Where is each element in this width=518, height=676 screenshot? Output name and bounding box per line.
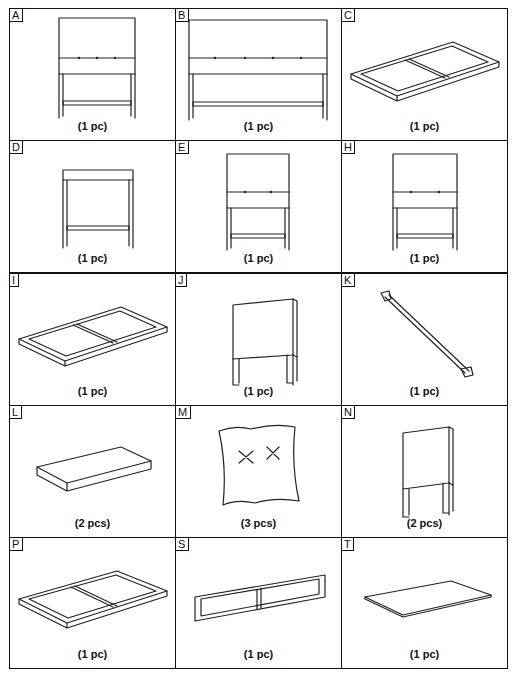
part-letter-box: D	[10, 141, 23, 154]
sheet-figure	[365, 581, 491, 617]
part-cell: (1 pc) J	[175, 273, 342, 406]
quantity-label: (1 pc)	[342, 120, 507, 132]
headboard-figure	[227, 154, 289, 250]
quantity-label: (1 pc)	[176, 252, 341, 264]
part-letter: T	[344, 538, 351, 550]
part-letter: J	[178, 274, 184, 286]
pillow-figure	[219, 425, 299, 505]
part-letter-box: B	[176, 9, 189, 22]
part-cell: (1 pc) C	[341, 8, 508, 141]
part-letter: M	[178, 406, 187, 418]
quantity-label: (1 pc)	[10, 120, 175, 132]
quantity-label: (2 pcs)	[342, 517, 507, 529]
frame-figure	[351, 42, 499, 101]
part-letter: S	[178, 538, 185, 550]
part-letter-box: E	[176, 141, 189, 154]
part-letter: D	[12, 141, 20, 153]
part-cell: (1 pc) S	[175, 537, 342, 669]
part-cell: (1 pc) D	[9, 140, 176, 273]
part-letter: I	[12, 274, 15, 286]
part-cell: (1 pc) I	[9, 273, 176, 406]
quantity-label: (2 pcs)	[10, 517, 175, 529]
part-letter-box: H	[342, 141, 355, 154]
part-letter-box: A	[10, 9, 23, 22]
part-letter-box: J	[176, 274, 187, 287]
part-letter-box: M	[176, 406, 191, 419]
part-letter-box: S	[176, 538, 189, 551]
part-letter-box: P	[10, 538, 23, 551]
part-letter-box: C	[342, 9, 355, 22]
frame-figure	[19, 571, 167, 628]
part-cell: (1 pc) A	[9, 8, 176, 141]
part-cell: (3 pcs) M	[175, 405, 342, 538]
quantity-label: (1 pc)	[10, 385, 175, 397]
part-letter: B	[178, 9, 185, 21]
part-cell: (1 pc) B	[175, 8, 342, 141]
part-letter-box: T	[342, 538, 354, 551]
quantity-label: (1 pc)	[342, 385, 507, 397]
part-cell: (2 pcs) L	[9, 405, 176, 538]
part-cell: (1 pc) T	[341, 537, 508, 669]
headboard-figure	[59, 18, 135, 118]
part-letter: L	[12, 406, 18, 418]
part-letter: C	[344, 9, 352, 21]
headboard-figure	[393, 154, 457, 250]
part-cell: (1 pc) H	[341, 140, 508, 273]
part-letter: K	[344, 274, 351, 286]
frame-figure	[63, 170, 133, 248]
slab-figure	[37, 447, 151, 491]
part-letter-box: N	[342, 406, 355, 419]
part-letter-box: L	[10, 406, 22, 419]
quantity-label: (1 pc)	[342, 252, 507, 264]
quantity-label: (1 pc)	[10, 252, 175, 264]
quantity-label: (1 pc)	[176, 648, 341, 660]
quantity-label: (1 pc)	[176, 385, 341, 397]
part-letter-box: I	[10, 274, 19, 287]
part-letter: N	[344, 406, 352, 418]
rail-figure	[381, 291, 473, 377]
headboard-figure	[403, 427, 453, 517]
quantity-label: (3 pcs)	[176, 517, 341, 529]
part-letter: H	[344, 141, 352, 153]
quantity-label: (1 pc)	[342, 648, 507, 660]
part-letter: E	[178, 141, 185, 153]
part-letter-box: K	[342, 274, 355, 287]
part-cell: (1 pc) E	[175, 140, 342, 273]
part-letter: P	[12, 538, 19, 550]
frame-figure	[195, 575, 325, 621]
quantity-label: (1 pc)	[176, 120, 341, 132]
headboard-figure	[189, 20, 327, 120]
frame-figure	[19, 307, 167, 366]
headboard-figure	[233, 299, 297, 385]
part-cell: (2 pcs) N	[341, 405, 508, 538]
part-letter: A	[12, 9, 19, 21]
quantity-label: (1 pc)	[10, 648, 175, 660]
part-cell: (1 pc) K	[341, 273, 508, 406]
part-cell: (1 pc) P	[9, 537, 176, 669]
